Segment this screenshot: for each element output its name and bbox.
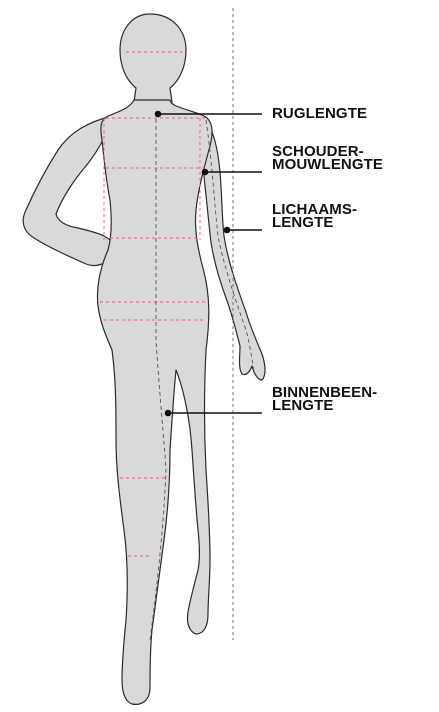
label-binnenbeenlengte: BINNENBEEN- LENGTE bbox=[272, 386, 377, 412]
label-schouder-mouwlengte: SCHOUDER- MOUWLENGTE bbox=[272, 145, 383, 171]
torso-and-legs bbox=[97, 100, 212, 704]
dot-schouder-mouwlengte bbox=[202, 169, 207, 174]
head bbox=[120, 14, 186, 102]
dot-ruglengte bbox=[155, 111, 160, 116]
label-ruglengte: RUGLENGTE bbox=[272, 107, 367, 120]
label-lichaamslengte: LICHAAMS- LENGTE bbox=[272, 203, 357, 229]
dot-lichaamslengte bbox=[224, 227, 229, 232]
dot-binnenbeenlengte bbox=[165, 410, 170, 415]
right-arm bbox=[204, 118, 265, 380]
